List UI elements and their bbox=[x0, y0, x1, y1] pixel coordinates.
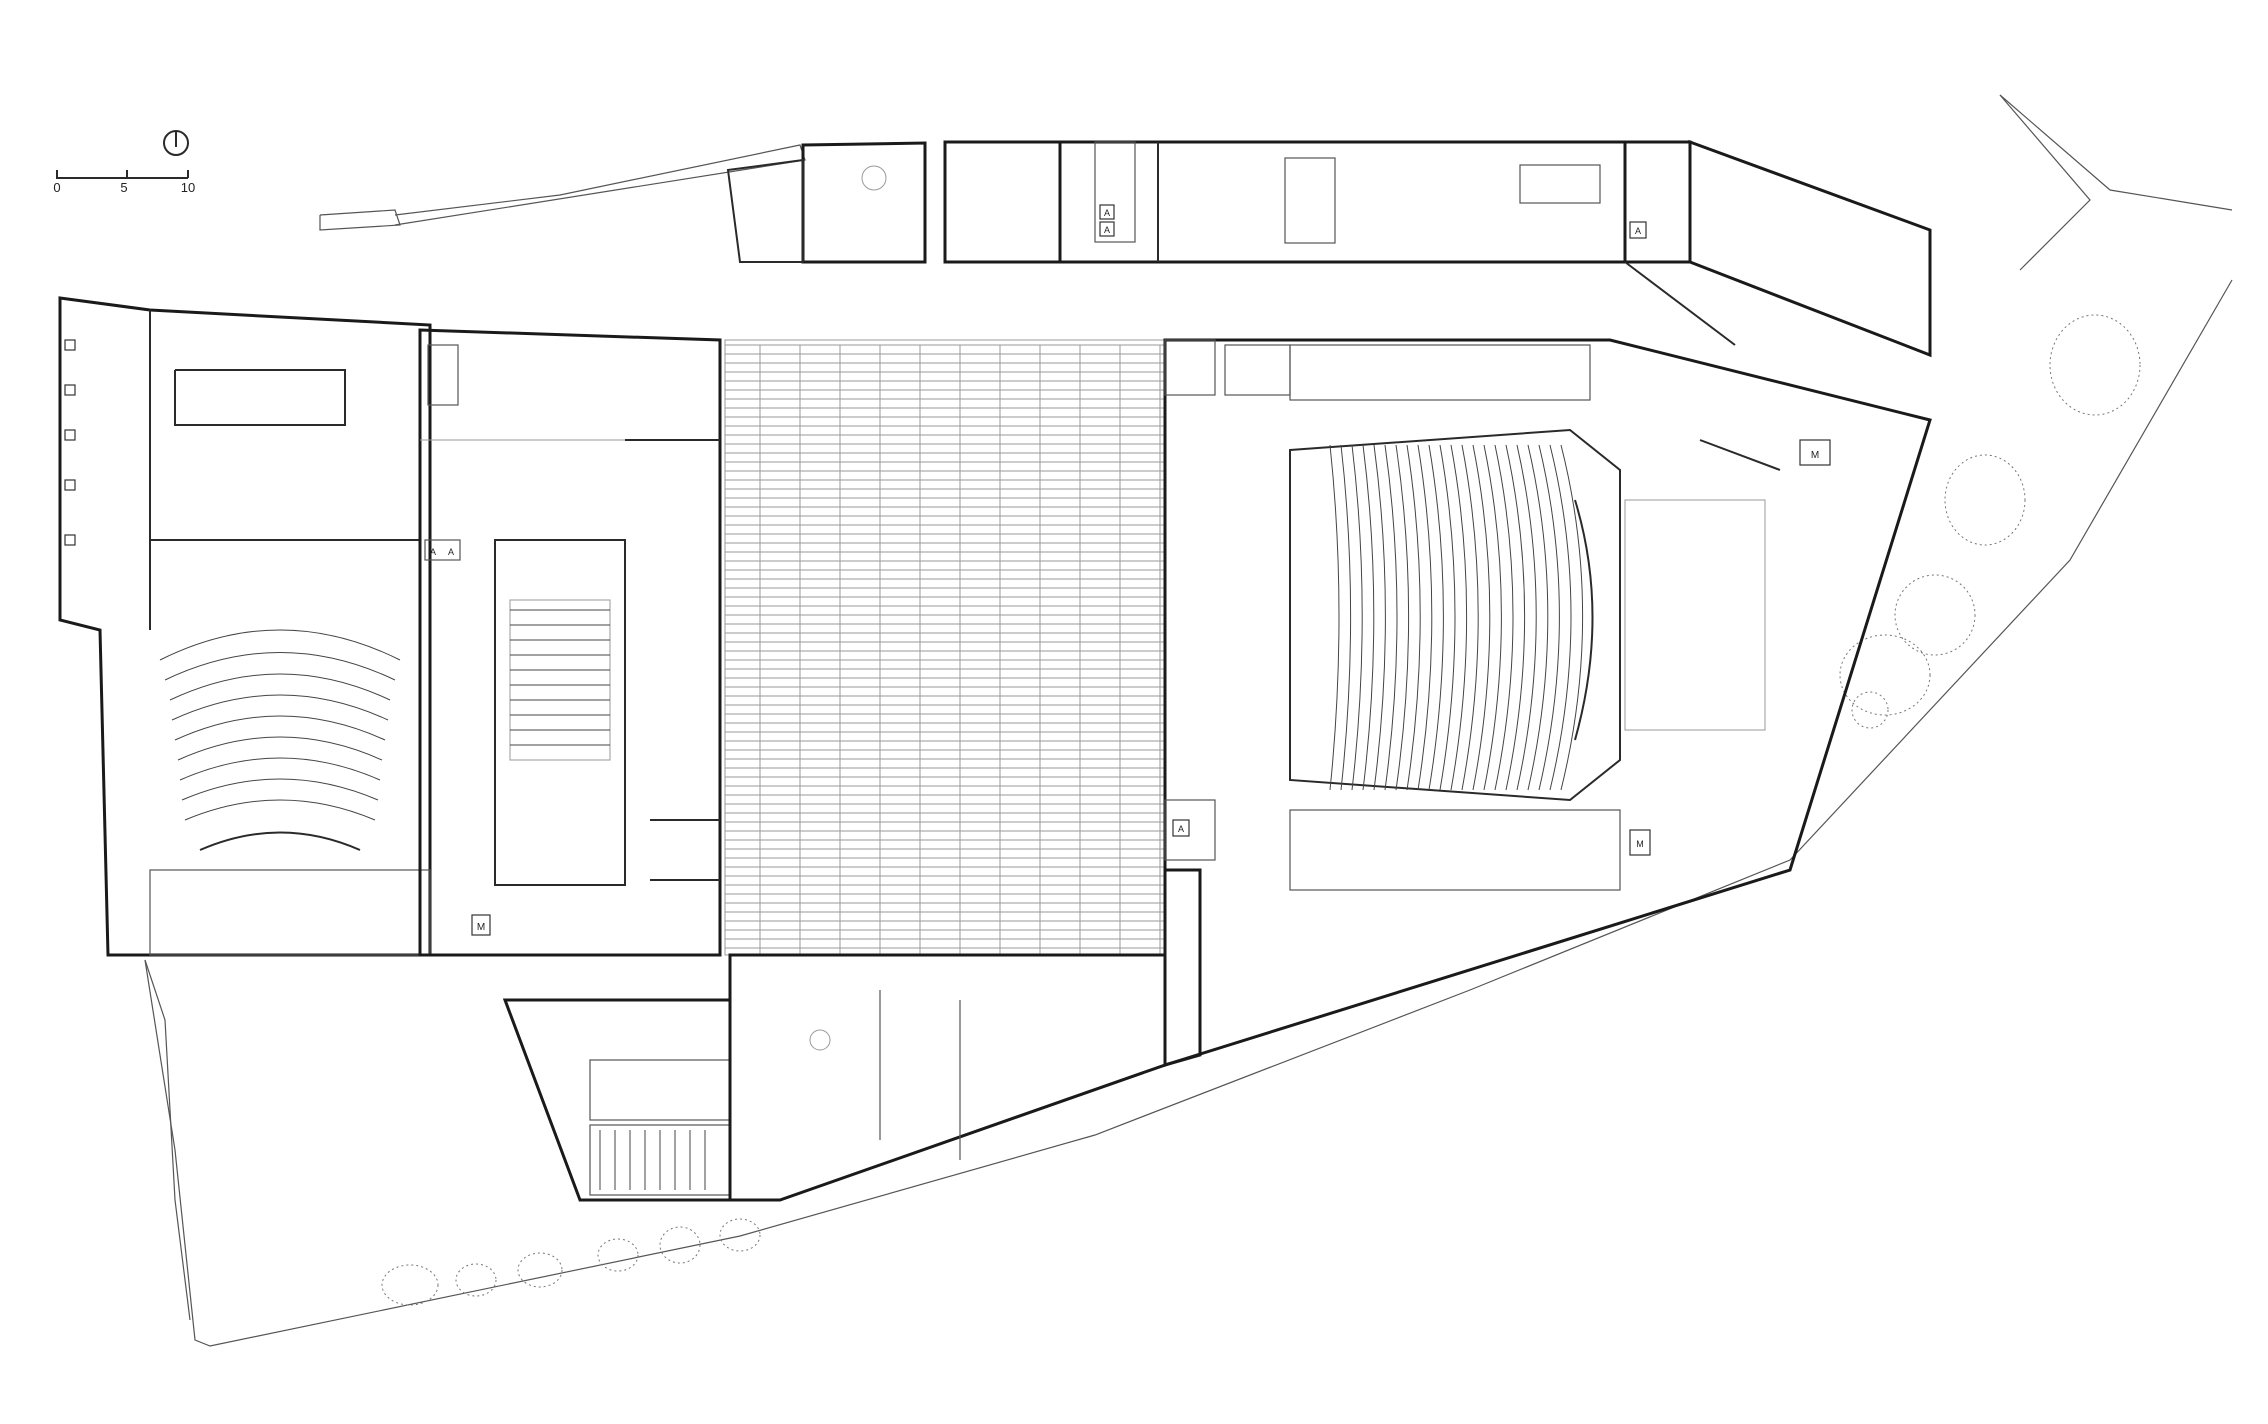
tree-icon bbox=[659, 1226, 701, 1264]
tree-icon bbox=[381, 1264, 439, 1306]
elevator-label: A bbox=[1104, 208, 1110, 218]
seat-row bbox=[1362, 444, 1375, 791]
elevator-label: A bbox=[448, 547, 454, 557]
elevator-label: A bbox=[1104, 225, 1110, 235]
scale-bar: 0 5 10 bbox=[53, 170, 195, 195]
seat-row bbox=[1483, 444, 1502, 791]
scale-tick-0: 0 bbox=[53, 180, 60, 195]
seat-row bbox=[1494, 444, 1514, 791]
elevator-label: A bbox=[1635, 226, 1641, 236]
seat-row bbox=[1417, 444, 1433, 791]
seat-row bbox=[1450, 444, 1468, 791]
elevator-label: A bbox=[430, 547, 436, 557]
seat-row bbox=[1505, 444, 1526, 791]
machine-room-label: M bbox=[1636, 839, 1644, 849]
seat-row bbox=[1329, 444, 1340, 791]
seat-row bbox=[1516, 444, 1537, 791]
tree-icon bbox=[2049, 314, 2141, 416]
tree-icon bbox=[1894, 574, 1976, 656]
site-boundary bbox=[144, 94, 2233, 1347]
scale-tick-10: 10 bbox=[181, 180, 195, 195]
central-west-block: A A M bbox=[418, 328, 722, 957]
main-auditorium-block: A M M bbox=[1163, 338, 1932, 1068]
seat-row bbox=[1340, 444, 1352, 791]
north-arrow-icon bbox=[163, 130, 189, 156]
tree-icon bbox=[719, 1218, 761, 1252]
seat-row bbox=[1351, 444, 1363, 791]
seat-row bbox=[1549, 444, 1572, 791]
seat-row bbox=[1439, 444, 1456, 791]
seat-row bbox=[1527, 444, 1549, 791]
south-wing bbox=[502, 868, 1202, 1202]
elevator-label: A bbox=[1178, 824, 1184, 834]
seat-row bbox=[1373, 444, 1386, 791]
seat-row bbox=[1384, 444, 1398, 791]
tree-icon bbox=[517, 1252, 563, 1288]
seat-row bbox=[1395, 444, 1410, 791]
tree-icon bbox=[1851, 691, 1889, 729]
tree-icon bbox=[597, 1238, 639, 1272]
north-pavilions: A A A bbox=[726, 139, 1932, 358]
seat-row bbox=[1406, 444, 1421, 791]
seat-row bbox=[1428, 444, 1444, 791]
machine-room-label: M bbox=[477, 922, 485, 933]
tree-icon bbox=[1839, 634, 1931, 716]
machine-room-label: M bbox=[1811, 450, 1819, 461]
seat-row bbox=[1538, 444, 1560, 791]
tree-icon bbox=[1944, 454, 2026, 546]
west-auditorium bbox=[149, 629, 431, 956]
trees bbox=[381, 314, 2141, 1306]
seat-row bbox=[1560, 444, 1584, 791]
west-historic-building bbox=[58, 296, 432, 957]
central-plaza bbox=[724, 339, 1166, 956]
tree-icon bbox=[455, 1263, 497, 1297]
seat-row bbox=[1472, 444, 1491, 791]
scale-tick-5: 5 bbox=[120, 180, 127, 195]
seat-row bbox=[1461, 444, 1479, 791]
